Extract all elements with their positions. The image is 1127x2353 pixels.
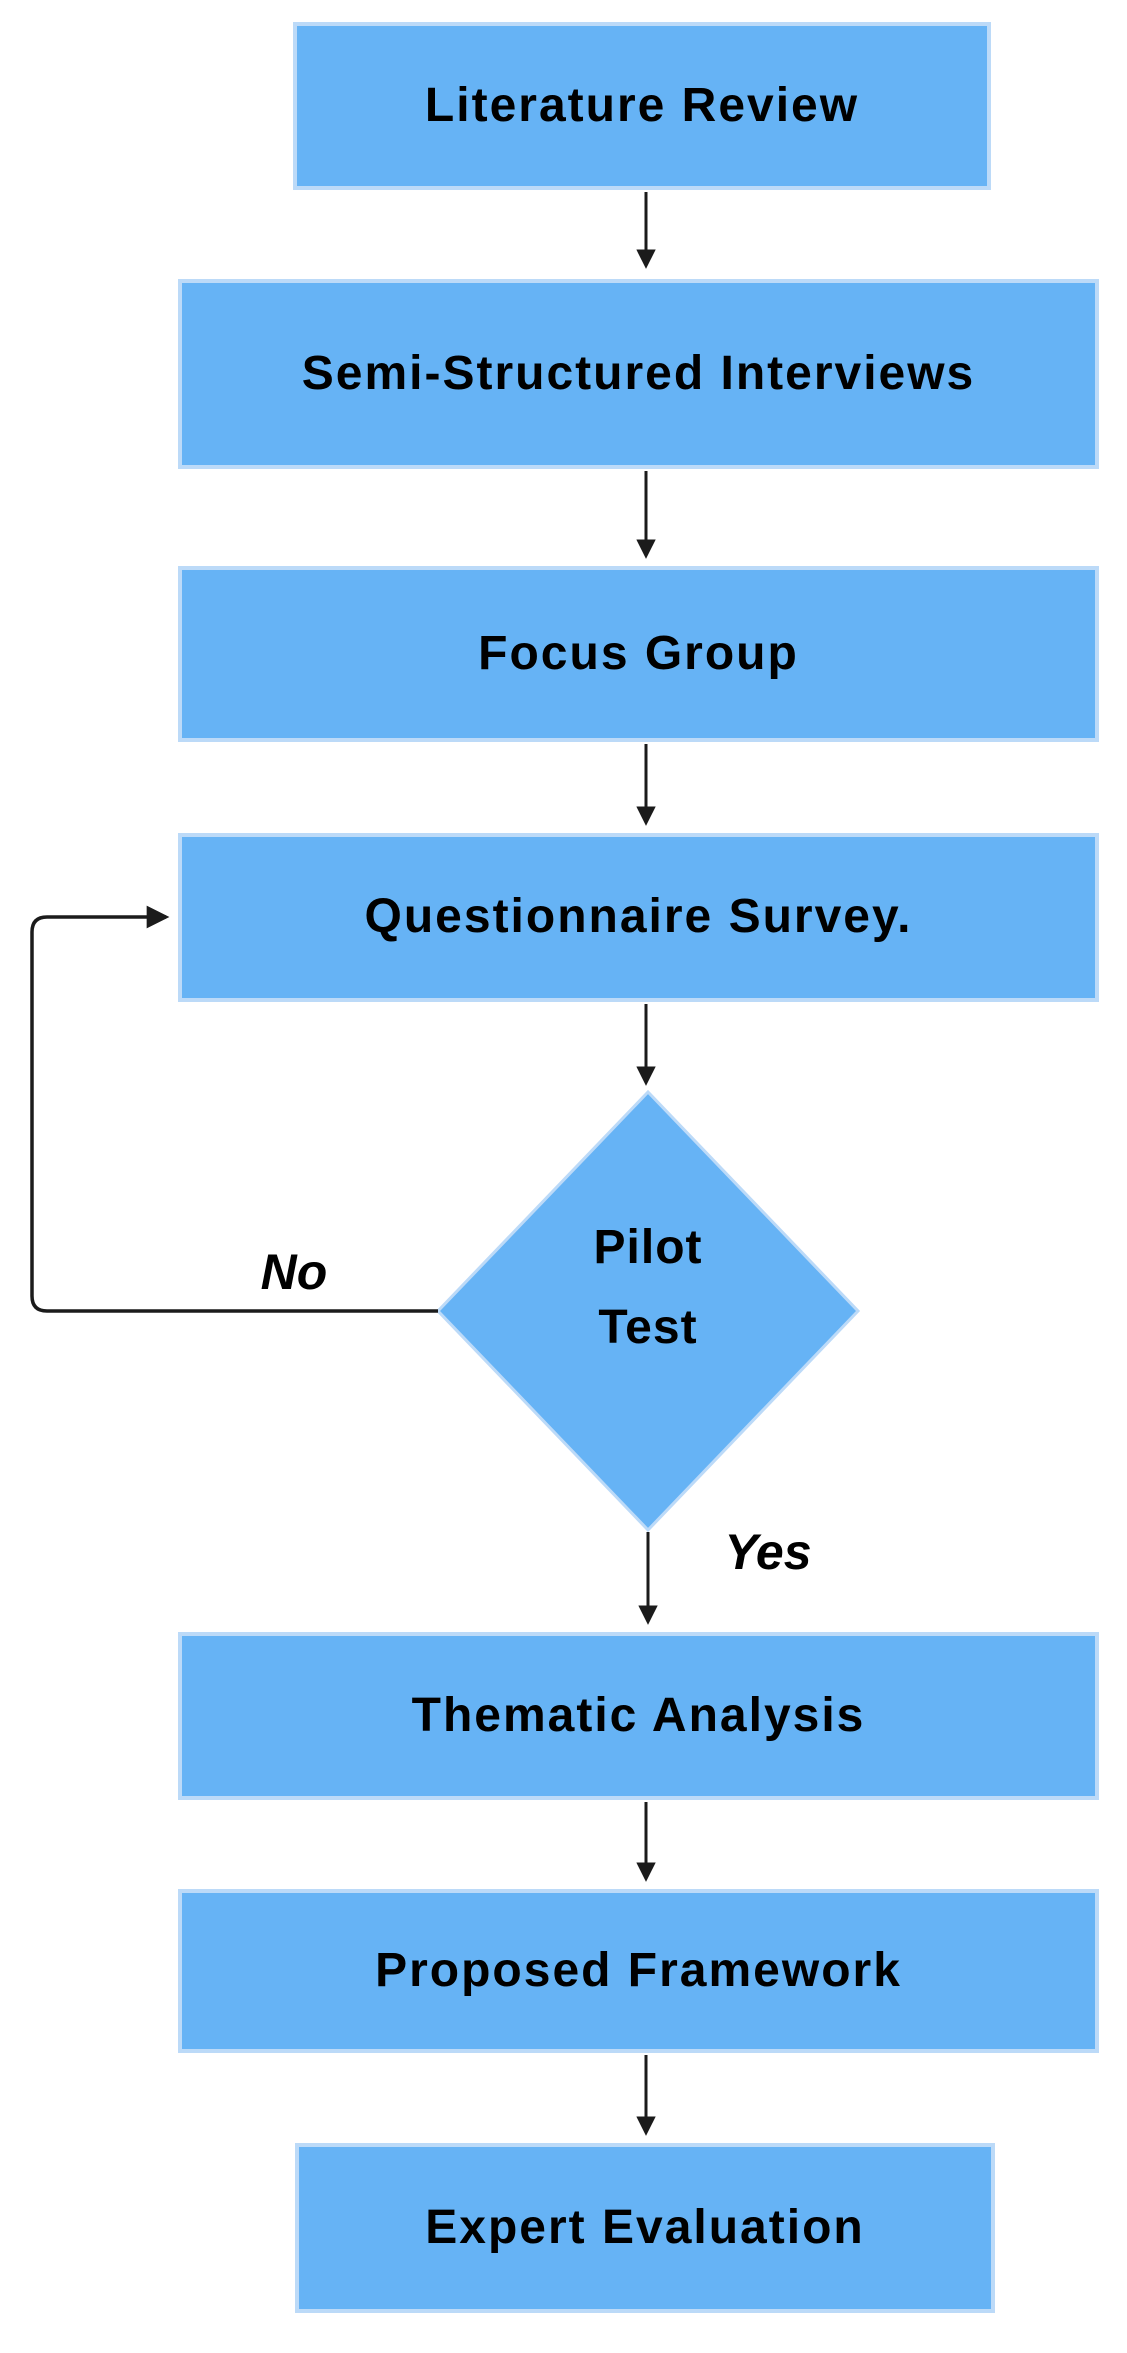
decision-diamond-shape	[435, 1089, 861, 1533]
node-proposed-framework: Proposed Framework	[178, 1889, 1099, 2053]
arrow-pilot-test-no-loop	[30, 905, 438, 1313]
node-label: Proposed Framework	[375, 1943, 902, 1997]
node-pilot-test: Pilot Test	[494, 1208, 802, 1368]
node-thematic-analysis: Thematic Analysis	[178, 1632, 1099, 1800]
node-label: Focus Group	[478, 626, 799, 680]
node-focus-group: Focus Group	[178, 566, 1099, 742]
node-semi-structured-interviews: Semi-Structured Interviews	[178, 279, 1099, 469]
decision-label-line2: Test	[598, 1301, 698, 1354]
decision-label-line1: Pilot	[593, 1221, 703, 1274]
edge-label-yes: Yes	[724, 1524, 812, 1580]
node-literature-review: Literature Review	[293, 22, 991, 190]
edge-label-no: No	[260, 1244, 328, 1300]
node-questionnaire-survey: Questionnaire Survey.	[178, 833, 1099, 1002]
node-label: Semi-Structured Interviews	[301, 346, 976, 400]
node-label: Questionnaire Survey.	[364, 890, 913, 944]
node-expert-evaluation: Expert Evaluation	[295, 2143, 995, 2313]
node-label: Thematic Analysis	[411, 1688, 866, 1742]
node-label: Literature Review	[424, 78, 860, 132]
node-label: Expert Evaluation	[425, 2200, 865, 2254]
